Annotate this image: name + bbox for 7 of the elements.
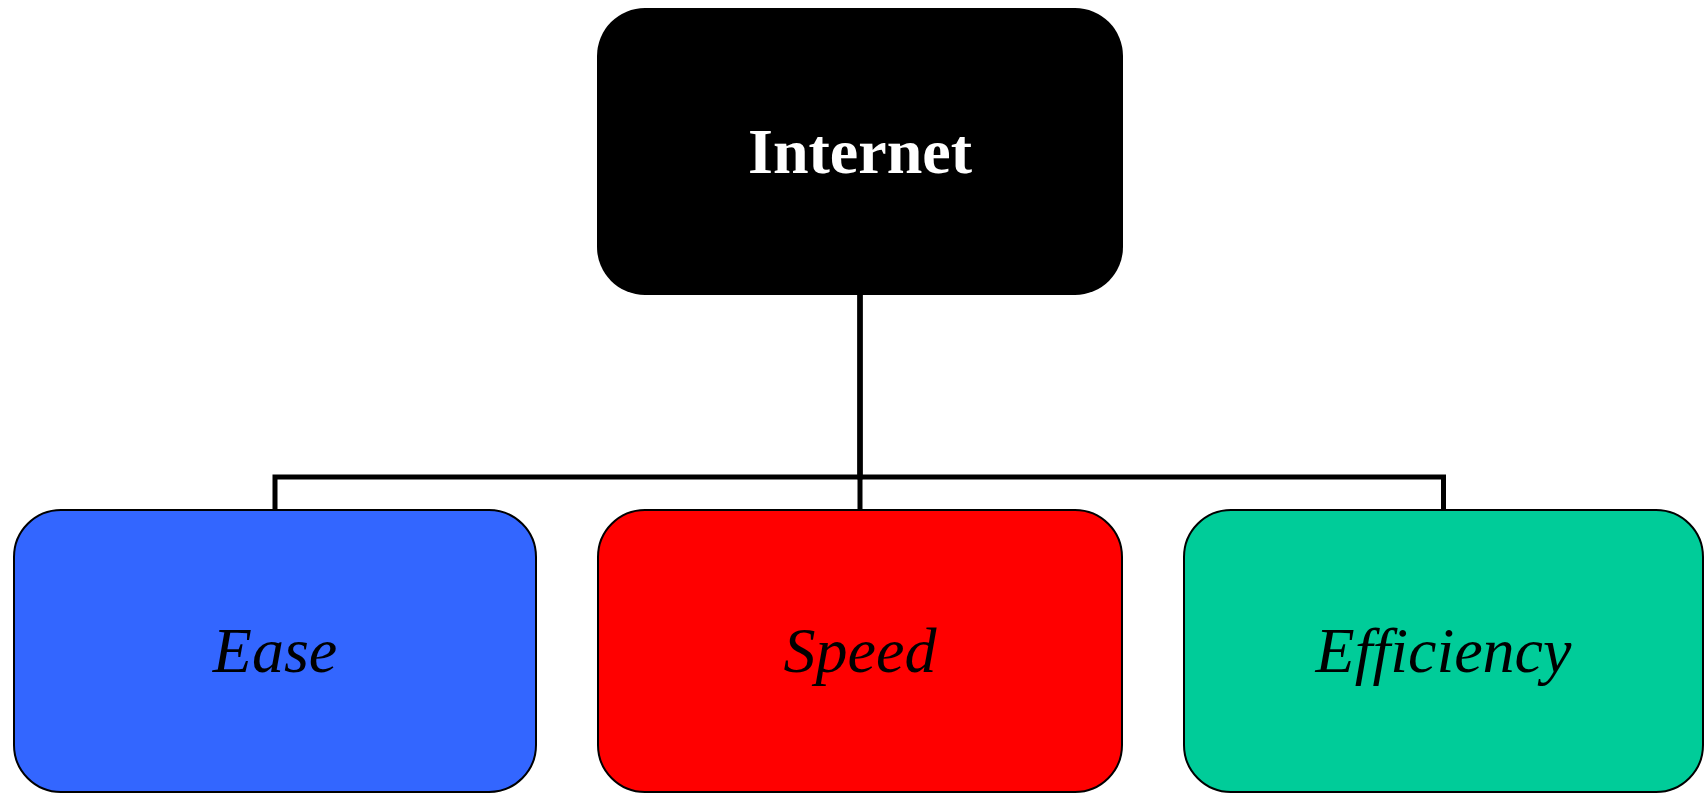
rounded-box xyxy=(1183,509,1704,793)
rounded-box xyxy=(597,509,1123,793)
box-label: Internet xyxy=(748,119,972,184)
box-label: Ease xyxy=(212,619,338,683)
rounded-box xyxy=(13,509,537,793)
connector-line xyxy=(857,295,1446,509)
rounded-box xyxy=(597,8,1123,295)
